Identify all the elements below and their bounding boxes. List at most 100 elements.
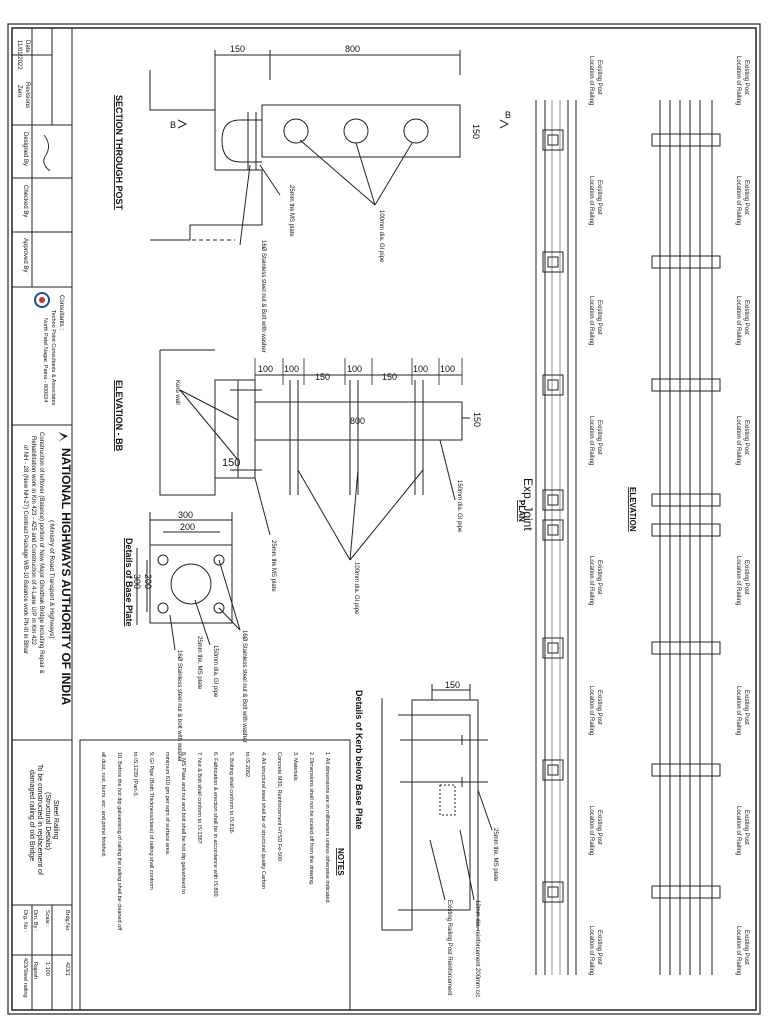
section-through-post-texts: 150 800 150 B B SECTION THROUGH POST 25m… [114,44,511,353]
base-plate-dim-outer: 300 [178,510,193,520]
post-label: Location of Railing [588,806,594,855]
scale-value: 1:100 [44,962,50,976]
elev-bb-small-pipe-label: 150mm dia. GI pipe [456,480,462,533]
elevation-texts: ELEVATION [628,487,637,532]
base-plate-pipe-label: 150mm dia. GI pipe [212,645,218,698]
plan-post [542,637,564,659]
notes-box: NOTES 1. All dimensions are in millimete… [79,739,351,1011]
post-label: Existing Post [743,930,749,965]
plan-joint-label: Exp. Joint [521,478,535,531]
note-line: 2. Dimensions shall not be scaled off fr… [308,752,314,886]
elev-bb-dim-base: 150 [222,457,240,469]
base-plate-texts: 300 200 200 300 Details of Base Plate 16… [124,510,247,762]
plan-post [542,489,564,511]
revision-value: Zero [16,85,22,98]
elevation-bb [159,349,470,561]
note-line: minimum 610 gm per sqm of surface area. [164,752,170,856]
plan-title: PLAN [517,500,526,522]
signature [43,134,51,172]
note-line: 7. Nut & Bolt shall conform to IS:1367. [196,752,202,846]
elev-bb-dim-7: 100 [440,364,455,374]
revision-label: Revisions [24,82,30,108]
plan-post-inner [547,524,559,536]
post-label: Existing Post [596,690,602,725]
elev-bb-wall-label: Kerb wall [174,380,180,405]
elevation-bb-texts: 100 100 150 100 150 100 100 800 150 150 … [114,364,482,615]
kerb-plate-label: 25mm thk. MS plate [492,828,498,882]
post-label: Existing Post [743,60,749,95]
elevation-view [651,100,721,975]
plan-post-inner [547,134,559,146]
post-label: Location of Railing [735,176,741,225]
post-label: Existing Post [596,560,602,595]
note-line: 5. Bolting shall conform to IS:816. [228,752,234,835]
elevation-post [651,763,721,777]
note-line: 8. MS Plate and nut and bolt shall be ho… [180,752,186,894]
section-post-plate-label: 25mm thk MS plate [288,185,294,237]
approved-by-label: Approved By [22,238,28,272]
base-plate-dim-inner: 200 [180,522,195,532]
drawing-desc-1: To be constructed in replacement of [36,764,43,875]
drawn-by-label: Drn. By : [32,910,38,932]
plan-post-inner [547,886,559,898]
post-label: Existing Post [596,810,602,845]
post-label: Location of Railing [735,926,741,975]
elevation-post [651,885,721,899]
elevation-post [651,378,721,392]
note-line: all dust, rust, burrs, etc. and prime fi… [100,752,106,858]
elev-bb-plate-label: 25mm thk MS plate [270,540,276,592]
plan-post [542,881,564,903]
section-post-mark-left: B [170,120,176,130]
elev-bb-dim-4: 100 [347,364,362,374]
elev-bb-dim-end: 150 [472,412,482,427]
plan-post-inner [547,642,559,654]
base-plate-bolt-label: 16Ø Stainless steel nut & Bolt with wash… [241,630,247,743]
section-post-title: SECTION THROUGH POST [114,95,124,211]
plan-post-inner [547,379,559,391]
consultant-logo [34,292,50,308]
post-label: Existing Post [743,300,749,335]
section-post-dim-right: 800 [345,44,360,54]
plan-post-inner [547,256,559,268]
post-label: Location of Railing [735,806,741,855]
section-post-pipe-label: 100mm dia. GI pipe [378,210,384,263]
scale-label: Scale : [44,910,50,927]
plan-post-inner [547,494,559,506]
post-label: Existing Post [596,180,602,215]
ministry: ( Ministry of Road Transport & Highways) [48,520,55,638]
elev-bb-dim-3: 150 [315,372,330,382]
plan-post [542,374,564,396]
post-label: Location of Railing [588,686,594,735]
consultant-name: Techno Point Consultants & Associates [50,310,56,406]
elev-bb-dim-length: 800 [350,416,365,426]
post-label: Existing Post [743,690,749,725]
title-block-texts: Date 11/01/2022 Revisions Zero Designed … [16,40,73,997]
drawing-title: Steel Railing [52,800,59,839]
project-line-1: Construction of leftover (Balance) porti… [38,432,44,673]
kerb-title: Details of Kerb below Base Plate [354,690,364,830]
project-line-2: Rehabilitation work in Km 423 - 425 and … [30,436,36,646]
base-plate-dim-side-outer: 300 [132,574,142,589]
post-label: Existing Post [596,60,602,95]
post-label: Existing Post [743,180,749,215]
note-line: 10. Before the hot dip galvanising of ra… [116,752,122,931]
post-label: Location of Railing [588,416,594,465]
base-plate-dim-side-inner: 200 [143,574,153,589]
elevation-title: ELEVATION [628,487,637,532]
project-line-3: of NH - 28 (New NH-27) Contract Package … [22,445,28,654]
notes-heading: NOTES [336,848,345,876]
post-label: Location of Railing [588,176,594,225]
post-label: Location of Railing [735,686,741,735]
title-block [12,28,73,1010]
post-label: Existing Post [743,560,749,595]
base-plate-plate-label: 25mm thk. MS plate [196,636,202,690]
elevation-post [651,255,721,269]
kerb-railing-label: Existing Railing Post Reinforcement [446,900,452,996]
post-label: Location of Railing [588,296,594,345]
nhai-logo [58,432,68,442]
date-value: 11/01/2022 [16,40,22,70]
post-label: Location of Railing [735,416,741,465]
drawn-by-value: Rajesh [32,962,38,979]
consultant-address: North Patel Nagar, Patna - 800024 [42,318,48,402]
drawing-desc-2: damaged railing of old Bridge [28,770,35,861]
